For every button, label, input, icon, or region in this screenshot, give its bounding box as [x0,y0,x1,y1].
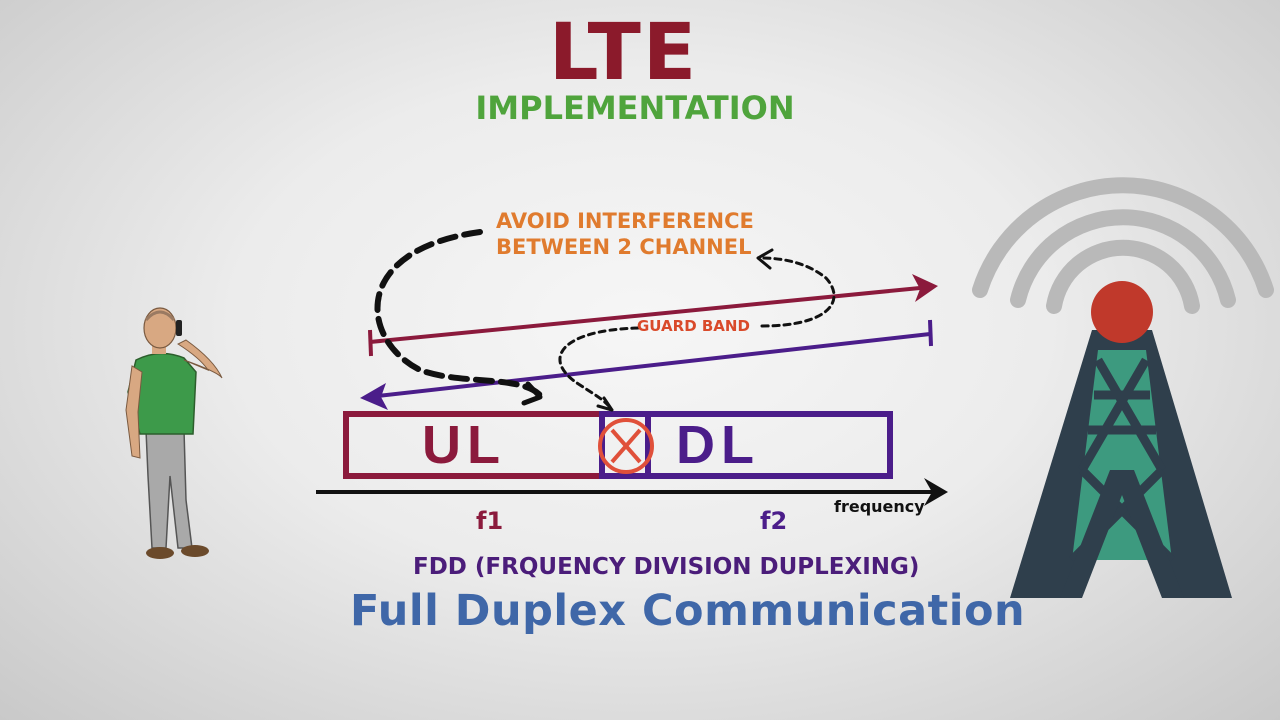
no-interference-icon [598,418,654,474]
downlink-band-box [645,411,893,479]
slide-title: LTE [548,8,699,98]
signal-waves-icon [972,177,1274,314]
f2-label: f2 [760,507,788,535]
person-on-phone-icon [125,307,223,559]
uplink-range-arrow [368,274,938,357]
interference-note-line1: AVOID INTERFERENCE [496,209,754,233]
downlink-range-arrow [360,319,933,410]
guard-band-label: GUARD BAND [637,317,750,335]
frequency-axis [316,478,948,506]
slide-subtitle: IMPLEMENTATION [475,89,795,127]
interference-note: AVOID INTERFERENCE BETWEEN 2 CHANNEL [496,208,754,261]
dashed-pointer-arrows [374,229,836,412]
fdd-label: FDD (FRQUENCY DIVISION DUPLEXING) [413,554,920,580]
f1-label: f1 [476,507,504,535]
uplink-label: UL [422,415,506,475]
downlink-label: DL [676,415,760,475]
caption: Full Duplex Communication [350,586,1026,636]
cell-tower-icon [1010,281,1232,598]
frequency-axis-label: frequency [834,497,925,516]
interference-note-line2: BETWEEN 2 CHANNEL [496,235,752,260]
